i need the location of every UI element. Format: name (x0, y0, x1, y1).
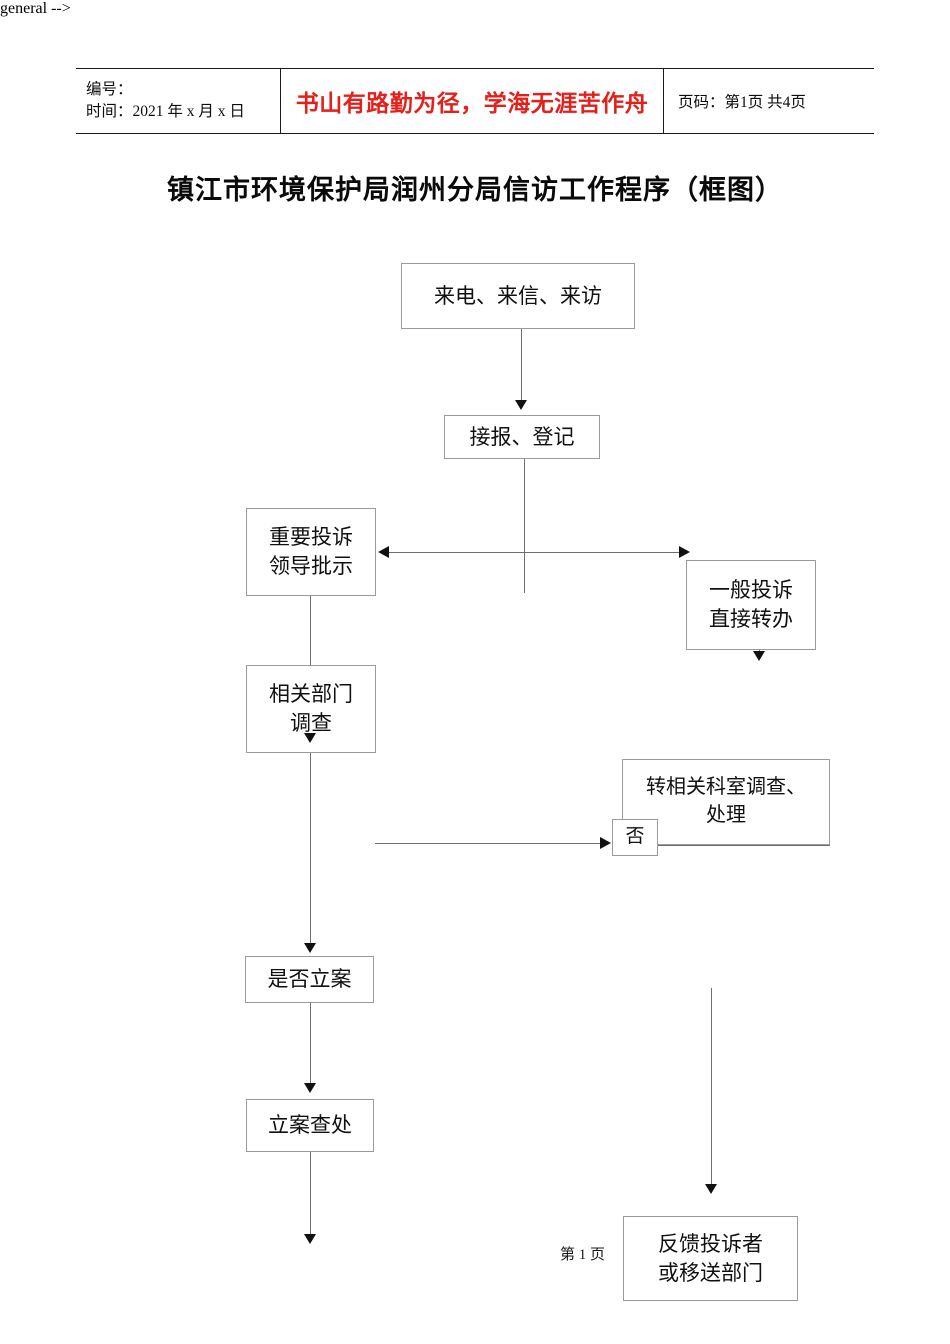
flow-node-department-investigation-label: 相关部门 调查 (269, 682, 353, 735)
connector-case-handle-out (310, 1152, 312, 1236)
header-slogan-text: 书山有路勤为径，学海无涯苦作舟 (295, 91, 649, 116)
flow-node-decision-no[interactable]: 否 (612, 819, 658, 856)
flow-node-whether-file-case-label: 是否立案 (267, 967, 352, 992)
page-title: 镇江市环境保护局润州分局信访工作程序（框图） (167, 175, 783, 205)
page-footer-number: 第 1 页 (560, 1247, 606, 1263)
flow-node-decision-no-label: 否 (625, 826, 645, 848)
flow-node-general-complaint[interactable]: 一般投诉 直接转办 (686, 560, 816, 650)
arrowhead-case-handle-out (304, 1234, 316, 1244)
header-cell-pagecode: 页码：第1页 共4页 (664, 69, 874, 133)
flow-node-feedback-complainant[interactable]: 反馈投诉者 或移送部门 (623, 1216, 798, 1301)
arrowhead-no-box-in (600, 837, 611, 849)
arrowhead-case-handle-in (304, 1083, 316, 1093)
flow-node-register-label: 接报、登记 (469, 424, 575, 449)
arrowhead-dept-invest-in (304, 733, 316, 743)
flow-node-transfer-to-section-label: 转相关科室调查、 处理 (646, 776, 806, 826)
arrowhead-transfer-in-top (753, 651, 765, 661)
arrowhead-case-decide-in (304, 943, 316, 953)
header-date: 时间：2021 年 x 月 x 日 (86, 103, 245, 120)
header-serial-number: 编号： (86, 80, 133, 98)
flow-node-feedback-complainant-label: 反馈投诉者 或移送部门 (658, 1231, 763, 1285)
flow-node-intake[interactable]: 来电、来信、来访 (401, 263, 635, 329)
arrowhead-register-in (515, 400, 527, 410)
connector-no-to-transfer (658, 845, 830, 847)
connector-to-no-box (375, 843, 607, 845)
flow-node-important-complaint[interactable]: 重要投诉 领导批示 (246, 508, 376, 596)
connector-register-stem (524, 459, 526, 593)
arrowhead-general-in (679, 546, 690, 558)
connector-split-bar (382, 552, 688, 554)
flow-node-case-investigation-label: 立案查处 (268, 1113, 352, 1138)
flow-node-important-complaint-label: 重要投诉 领导批示 (269, 525, 353, 578)
flow-node-case-investigation[interactable]: 立案查处 (246, 1099, 374, 1152)
document-header-table: 编号： 时间：2021 年 x 月 x 日 书山有路勤为径，学海无涯苦作舟 页码… (76, 68, 874, 134)
arrowhead-important-in (378, 546, 389, 558)
connector-intake-to-register (521, 329, 523, 402)
header-cell-slogan: 书山有路勤为径，学海无涯苦作舟 (281, 69, 664, 133)
arrowhead-feedback-in (705, 1184, 717, 1194)
connector-transfer-to-feedback (711, 988, 713, 1186)
connector-dept-to-case-decide (310, 753, 312, 945)
flow-node-whether-file-case[interactable]: 是否立案 (245, 956, 374, 1003)
header-cell-meta: 编号： 时间：2021 年 x 月 x 日 (76, 69, 281, 133)
flow-node-general-complaint-label: 一般投诉 直接转办 (709, 578, 793, 631)
flow-node-register[interactable]: 接报、登记 (444, 415, 600, 459)
flow-node-intake-label: 来电、来信、来访 (434, 283, 602, 308)
header-page-code: 页码：第1页 共4页 (678, 94, 806, 111)
connector-case-decide-to-handle (310, 1003, 312, 1085)
